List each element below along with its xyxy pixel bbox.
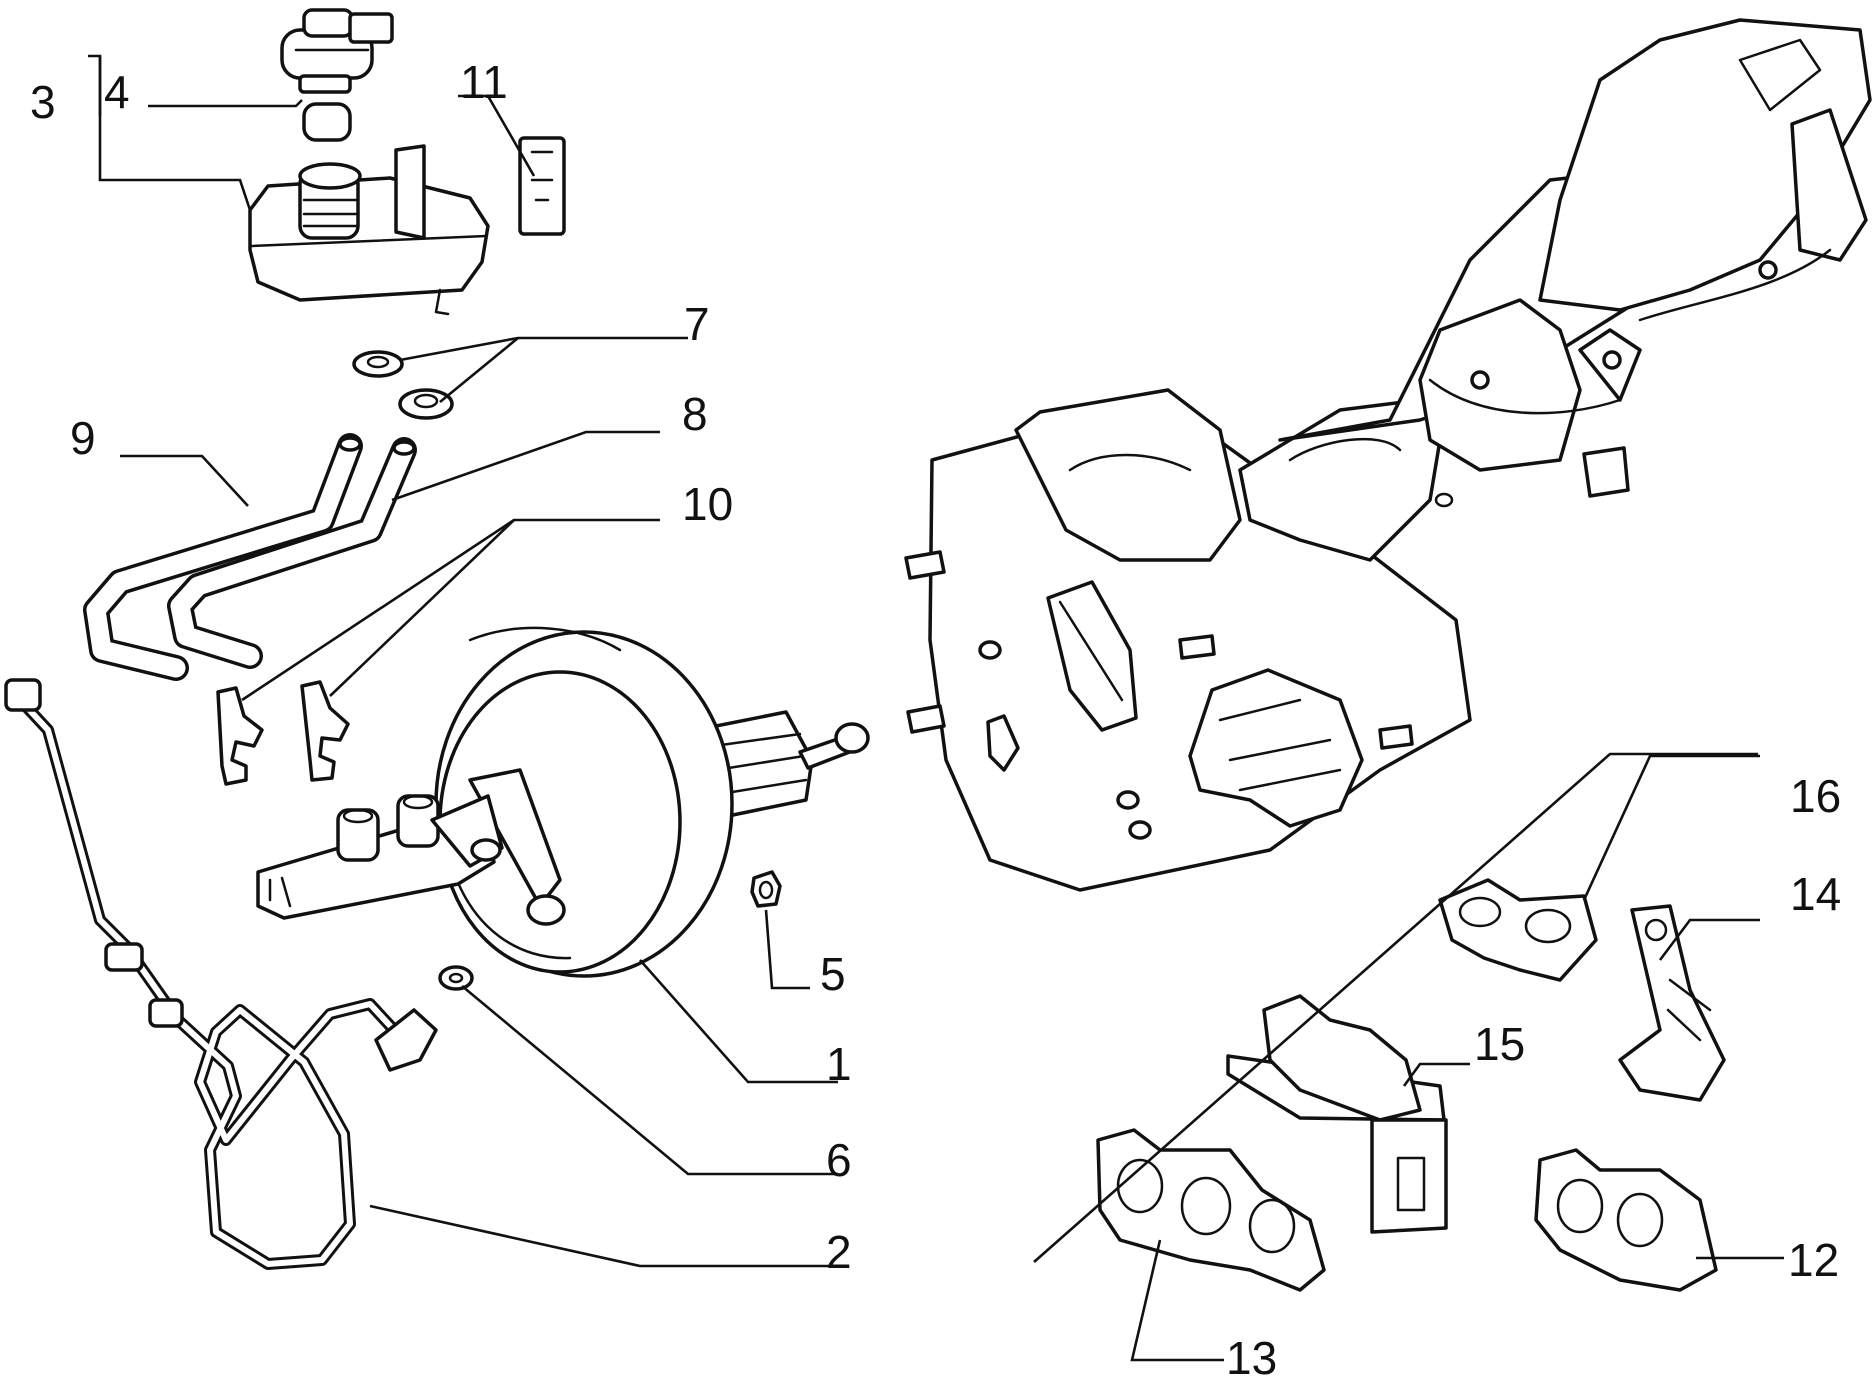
brake-servo (434, 626, 870, 978)
callout-11: 11 (460, 56, 508, 108)
pipe-clip-13 (1096, 1128, 1326, 1292)
callout-9: 9 (70, 412, 96, 464)
callout-13: 13 (1226, 1332, 1277, 1376)
master-cylinder (256, 794, 504, 920)
pipe-clip-15 (1226, 994, 1448, 1234)
fluid-reservoir (248, 144, 490, 316)
pipe-clip-16 (1438, 878, 1598, 982)
callout-8: 8 (682, 388, 708, 440)
sensor-cable (4, 678, 438, 1270)
vacuum-hoses (83, 433, 417, 681)
hose-connectors (216, 680, 350, 786)
pipe-clip-12 (1534, 1148, 1718, 1292)
callout-1: 1 (826, 1038, 852, 1090)
union-nuts (352, 350, 454, 420)
callout-14: 14 (1790, 868, 1841, 920)
callout-labels: 3 4 11 7 9 8 10 5 1 6 2 16 14 15 12 13 (30, 56, 1841, 1376)
callout-7: 7 (684, 298, 710, 350)
callout-12: 12 (1788, 1234, 1839, 1286)
washer (438, 965, 474, 991)
nut (750, 870, 782, 908)
callout-4: 4 (104, 66, 130, 118)
callout-5: 5 (820, 948, 846, 1000)
pipe-clip-14 (1618, 904, 1726, 1102)
reservoir-bracket (518, 136, 566, 236)
leader-lines (88, 54, 1784, 1362)
callout-2: 2 (826, 1226, 852, 1278)
callout-16: 16 (1790, 770, 1841, 822)
callout-6: 6 (826, 1134, 852, 1186)
reservoir-cap (280, 8, 394, 142)
callout-15: 15 (1474, 1018, 1525, 1070)
callout-10: 10 (682, 478, 733, 530)
callout-3: 3 (30, 76, 56, 128)
pedal-bracket-assembly (904, 18, 1872, 892)
